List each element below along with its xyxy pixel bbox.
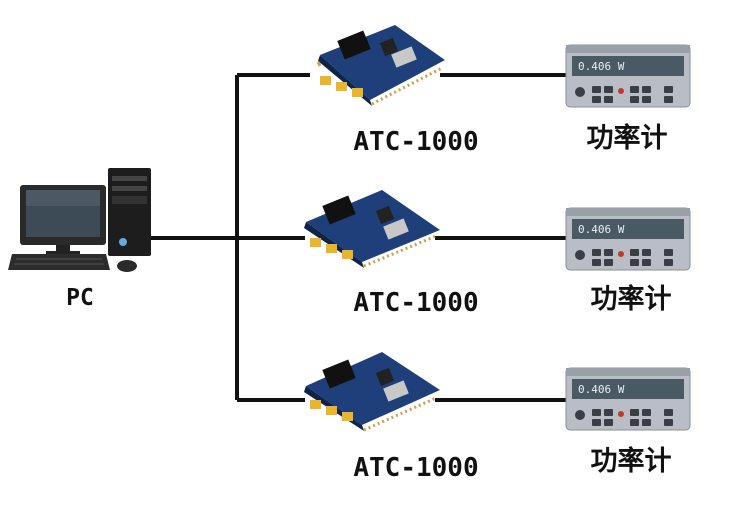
module-crystal xyxy=(383,380,409,402)
pc-computer xyxy=(8,168,151,272)
meter-display xyxy=(572,379,684,399)
connection-lines xyxy=(150,73,566,402)
meter-display xyxy=(572,56,684,76)
module-connector xyxy=(320,76,331,85)
mouse xyxy=(117,260,137,272)
pc-tower xyxy=(108,168,151,256)
module-chip xyxy=(322,195,356,225)
power-meter-1-label: 功率计 xyxy=(587,122,668,154)
pc-label: PC xyxy=(66,285,94,311)
module-chip xyxy=(322,359,356,389)
meter-readout: 0.406 W xyxy=(578,60,625,73)
monitor-stand xyxy=(56,245,70,252)
meter-readout: 0.406 W xyxy=(578,223,625,236)
power-meter-2-label: 功率计 xyxy=(591,283,672,315)
atc-module-3-label: ATC-1000 xyxy=(353,453,478,483)
module-chip xyxy=(337,30,371,60)
power-meter-3-label: 功率计 xyxy=(591,445,672,477)
atc-module-1 xyxy=(316,25,445,106)
keyboard xyxy=(8,254,110,270)
module-crystal xyxy=(391,46,417,68)
meter-readout: 0.406 W xyxy=(578,383,625,396)
atc-module-3 xyxy=(304,352,440,432)
meter-display xyxy=(572,219,684,239)
atc-module-1-label: ATC-1000 xyxy=(353,127,478,157)
atc-module-2-label: ATC-1000 xyxy=(353,288,478,318)
power-meter-1: 0.406 W xyxy=(565,44,691,108)
module-connector xyxy=(310,400,321,409)
atc-module-2 xyxy=(304,190,440,268)
power-icon xyxy=(119,238,127,246)
module-pcb xyxy=(306,352,440,425)
module-crystal xyxy=(383,218,409,240)
power-meter-3: 0.406 W xyxy=(565,367,691,431)
power-meter-2: 0.406 W xyxy=(565,207,691,271)
module-connector xyxy=(310,238,321,247)
